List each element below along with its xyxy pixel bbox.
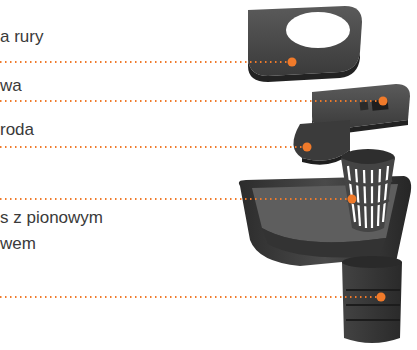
part-label: a rury: [0, 24, 200, 50]
part-label: wa: [0, 73, 200, 99]
pipe-cover: [248, 6, 362, 82]
part-label: roda: [0, 117, 200, 143]
gully-body: [239, 176, 411, 343]
part-label: s z pionowym wem: [0, 205, 112, 257]
leader-lines: [0, 62, 381, 297]
dirt-basket: [341, 149, 395, 232]
leader-dots: [288, 58, 388, 302]
